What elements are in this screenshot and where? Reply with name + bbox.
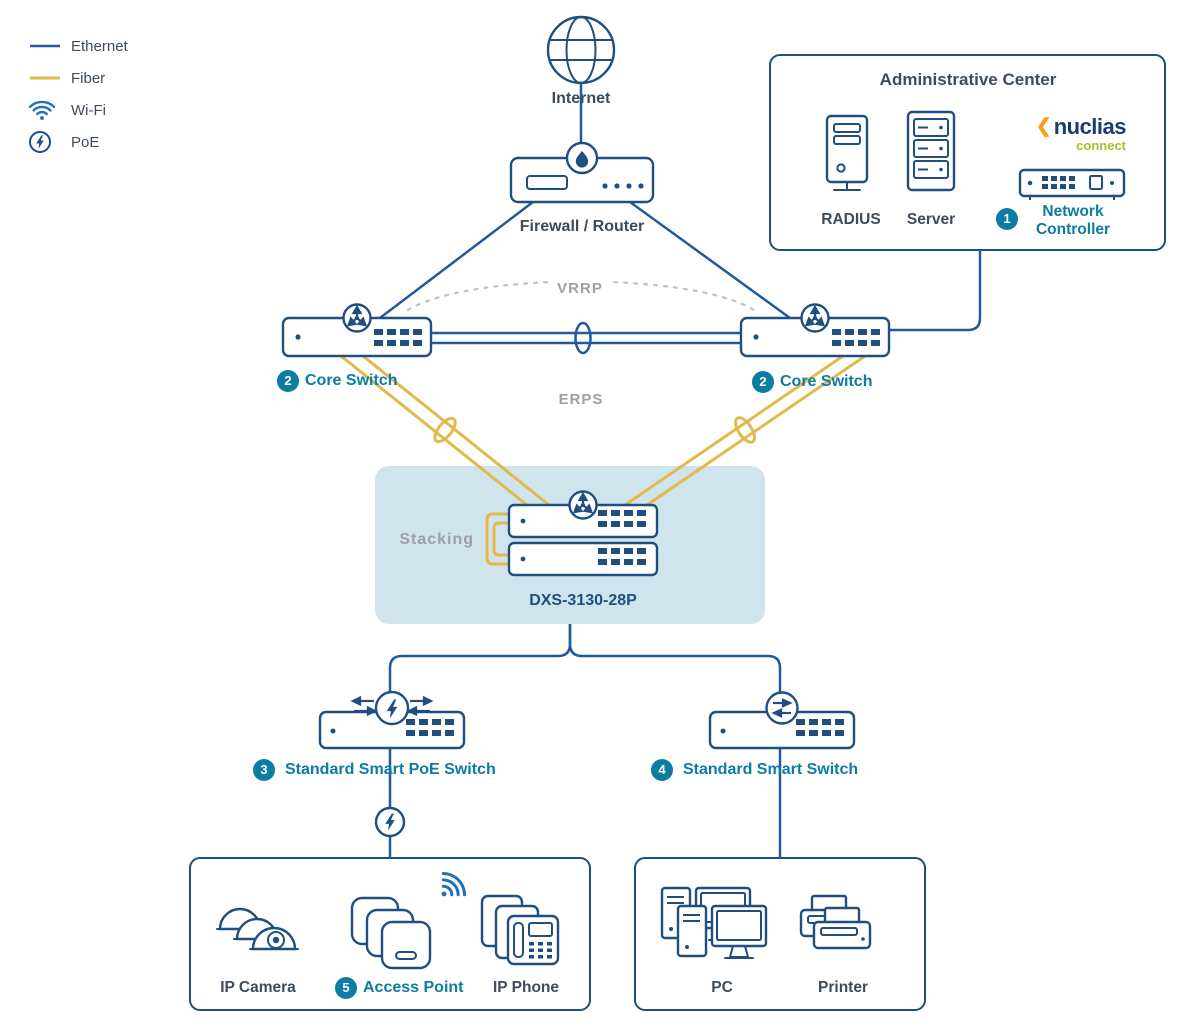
badge-3: 3 — [253, 759, 275, 781]
routing-icon — [344, 305, 371, 332]
admin-center-title: Administrative Center — [879, 70, 1057, 89]
ip-phone-label: IP Phone — [492, 979, 560, 996]
smart-switch-label: Standard Smart Switch — [683, 761, 859, 778]
stacking-label: Stacking — [399, 531, 474, 548]
network-controller-label: Network Controller — [1035, 203, 1111, 238]
legend-label: Fiber — [71, 69, 106, 87]
radius-label: RADIUS — [821, 211, 881, 228]
firewall-router-icon — [509, 141, 655, 204]
core-switch-right-icon — [741, 305, 889, 357]
printer-label: Printer — [818, 979, 868, 996]
core-switch-left-icon — [283, 305, 431, 357]
stack-model-label: DXS-3130-28P — [529, 592, 637, 609]
legend-label: Ethernet — [71, 37, 128, 55]
badge-2-right: 2 — [752, 371, 774, 393]
legend-label: Wi-Fi — [71, 101, 106, 119]
routing-icon — [570, 492, 597, 519]
stack-switch-bottom-icon — [507, 541, 659, 577]
badge-4: 4 — [651, 759, 673, 781]
legend: Ethernet Fiber Wi-Fi PoE — [28, 34, 128, 154]
ethernet-line-icon — [28, 42, 62, 50]
legend-item-fiber: Fiber — [28, 66, 128, 90]
link-firewall-core-right — [629, 200, 791, 320]
ip-camera-icon — [215, 907, 299, 951]
link-controller-core-right — [889, 250, 982, 332]
core-switch-left-label: Core Switch — [305, 372, 398, 389]
access-point-label: Access Point — [363, 979, 464, 996]
erps-label: ERPS — [558, 391, 604, 408]
link-firewall-core-left — [379, 201, 534, 319]
link-aggregation-ring-icon — [574, 321, 592, 355]
vrrp-label: VRRP — [549, 280, 611, 297]
link-stack-poe-switch — [388, 624, 572, 692]
wifi-icon — [28, 99, 62, 121]
poe-icon — [28, 129, 62, 155]
pc-label: PC — [711, 979, 733, 996]
poe-inline-icon — [374, 806, 406, 838]
legend-item-wifi: Wi-Fi — [28, 98, 128, 122]
admin-center-box — [769, 54, 1166, 251]
transfer-arrows-icon — [350, 695, 434, 717]
core-switch-right-label: Core Switch — [780, 373, 873, 390]
poe-switch-icon — [318, 690, 466, 750]
stacking-cable-icon — [485, 512, 509, 566]
internet-globe-icon — [546, 15, 616, 85]
poe-switch-label: Standard Smart PoE Switch — [285, 761, 496, 778]
badge-2-left: 2 — [277, 370, 299, 392]
nuclias-wordmark: nuclias — [1053, 114, 1127, 139]
nuclias-tagline: connect — [1076, 138, 1126, 153]
fiber-ring-right-icon — [733, 416, 757, 444]
transfer-arrows-icon — [771, 698, 793, 718]
link-stack-smart-switch — [568, 624, 782, 692]
radius-server-icon — [825, 114, 869, 191]
fiber-core-left-stack — [340, 354, 550, 507]
server-label: Server — [906, 211, 956, 228]
routing-icon — [802, 305, 829, 332]
legend-item-ethernet: Ethernet — [28, 34, 128, 58]
fiber-core-right-stack — [624, 354, 866, 507]
ip-phone-icon — [480, 894, 560, 966]
fiber-ring-left-icon — [433, 416, 457, 444]
fiber-line-icon — [28, 74, 62, 82]
server-icon — [906, 110, 956, 192]
ip-camera-label: IP Camera — [220, 979, 296, 996]
link-core-core — [431, 321, 741, 355]
nuclias-chevron-icon: ❮ — [1035, 116, 1052, 137]
legend-label: PoE — [71, 133, 100, 151]
badge-5: 5 — [335, 977, 357, 999]
legend-item-poe: PoE — [28, 130, 128, 154]
internet-label: Internet — [551, 90, 611, 107]
nuclias-connect-logo: ❮ nuclias connect — [1026, 114, 1127, 153]
smart-switch-icon — [708, 691, 856, 750]
firewall-label: Firewall / Router — [519, 218, 645, 235]
network-controller-icon — [1018, 168, 1126, 200]
access-point-icon — [350, 867, 471, 970]
badge-1: 1 — [996, 208, 1018, 230]
